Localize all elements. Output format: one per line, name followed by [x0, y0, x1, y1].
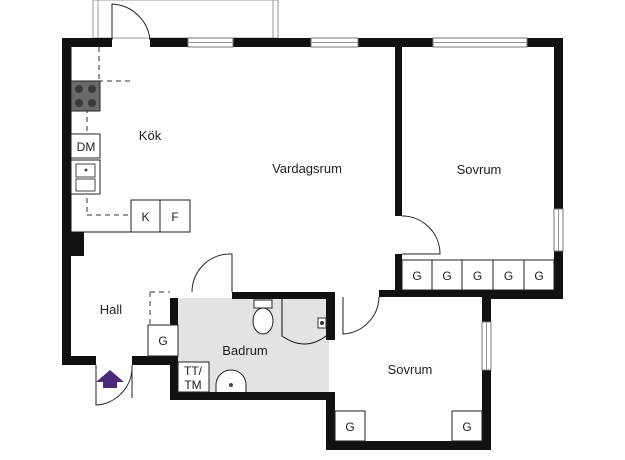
stove-icon [70, 80, 101, 112]
dm-label: DM [77, 140, 96, 154]
sink-icon [70, 159, 101, 195]
wardrobe-label: G [345, 420, 354, 434]
tt-label-2: TM [184, 378, 201, 392]
entrance-arrow-icon [96, 370, 124, 388]
wardrobe-label: G [442, 269, 451, 283]
wardrobe-hall: G [147, 291, 179, 357]
dishwasher-box [70, 133, 101, 159]
wardrobe-lower-bedroom: G G [334, 410, 483, 442]
wardrobe-label: G [504, 269, 513, 283]
room-label-sovrum-bottom: Sovrum [388, 362, 433, 377]
wardrobe-label: G [412, 269, 421, 283]
f-box [159, 199, 191, 233]
room-label-vardagsrum: Vardagsrum [272, 161, 342, 176]
washbasin-icon [215, 369, 247, 392]
shower-curve [281, 299, 327, 345]
room-label-badrum: Badrum [222, 343, 268, 358]
washer-box [177, 361, 210, 393]
room-label-sovrum-top: Sovrum [457, 162, 502, 177]
wardrobe-row-top: G G G G G [401, 259, 555, 291]
kitchen-counter: DM K F [70, 47, 191, 233]
bathroom-door-swing [191, 253, 233, 293]
k-label: K [141, 210, 149, 224]
room-label-hall: Hall [100, 302, 123, 317]
balcony-door-swing [111, 3, 151, 41]
wardrobe-label: G [473, 269, 482, 283]
wardrobe-label: G [158, 334, 167, 348]
tt-label-1: TT/ [184, 364, 203, 378]
bedroom2-door-swing [342, 296, 380, 335]
room-label-kok: Kök [139, 128, 162, 143]
bathroom-floor [177, 298, 329, 392]
wardrobe-label: G [534, 269, 543, 283]
shower-tap-icon [317, 317, 327, 329]
wardrobe-label: G [462, 420, 471, 434]
windows [187, 37, 564, 371]
bathroom-fixtures: TT/ TM [177, 299, 327, 393]
balcony [92, 0, 279, 41]
toilet-icon [252, 299, 274, 335]
bedroom-door-swing [401, 215, 441, 255]
f-label: F [171, 210, 178, 224]
k-box [130, 199, 161, 233]
doors [95, 215, 441, 406]
